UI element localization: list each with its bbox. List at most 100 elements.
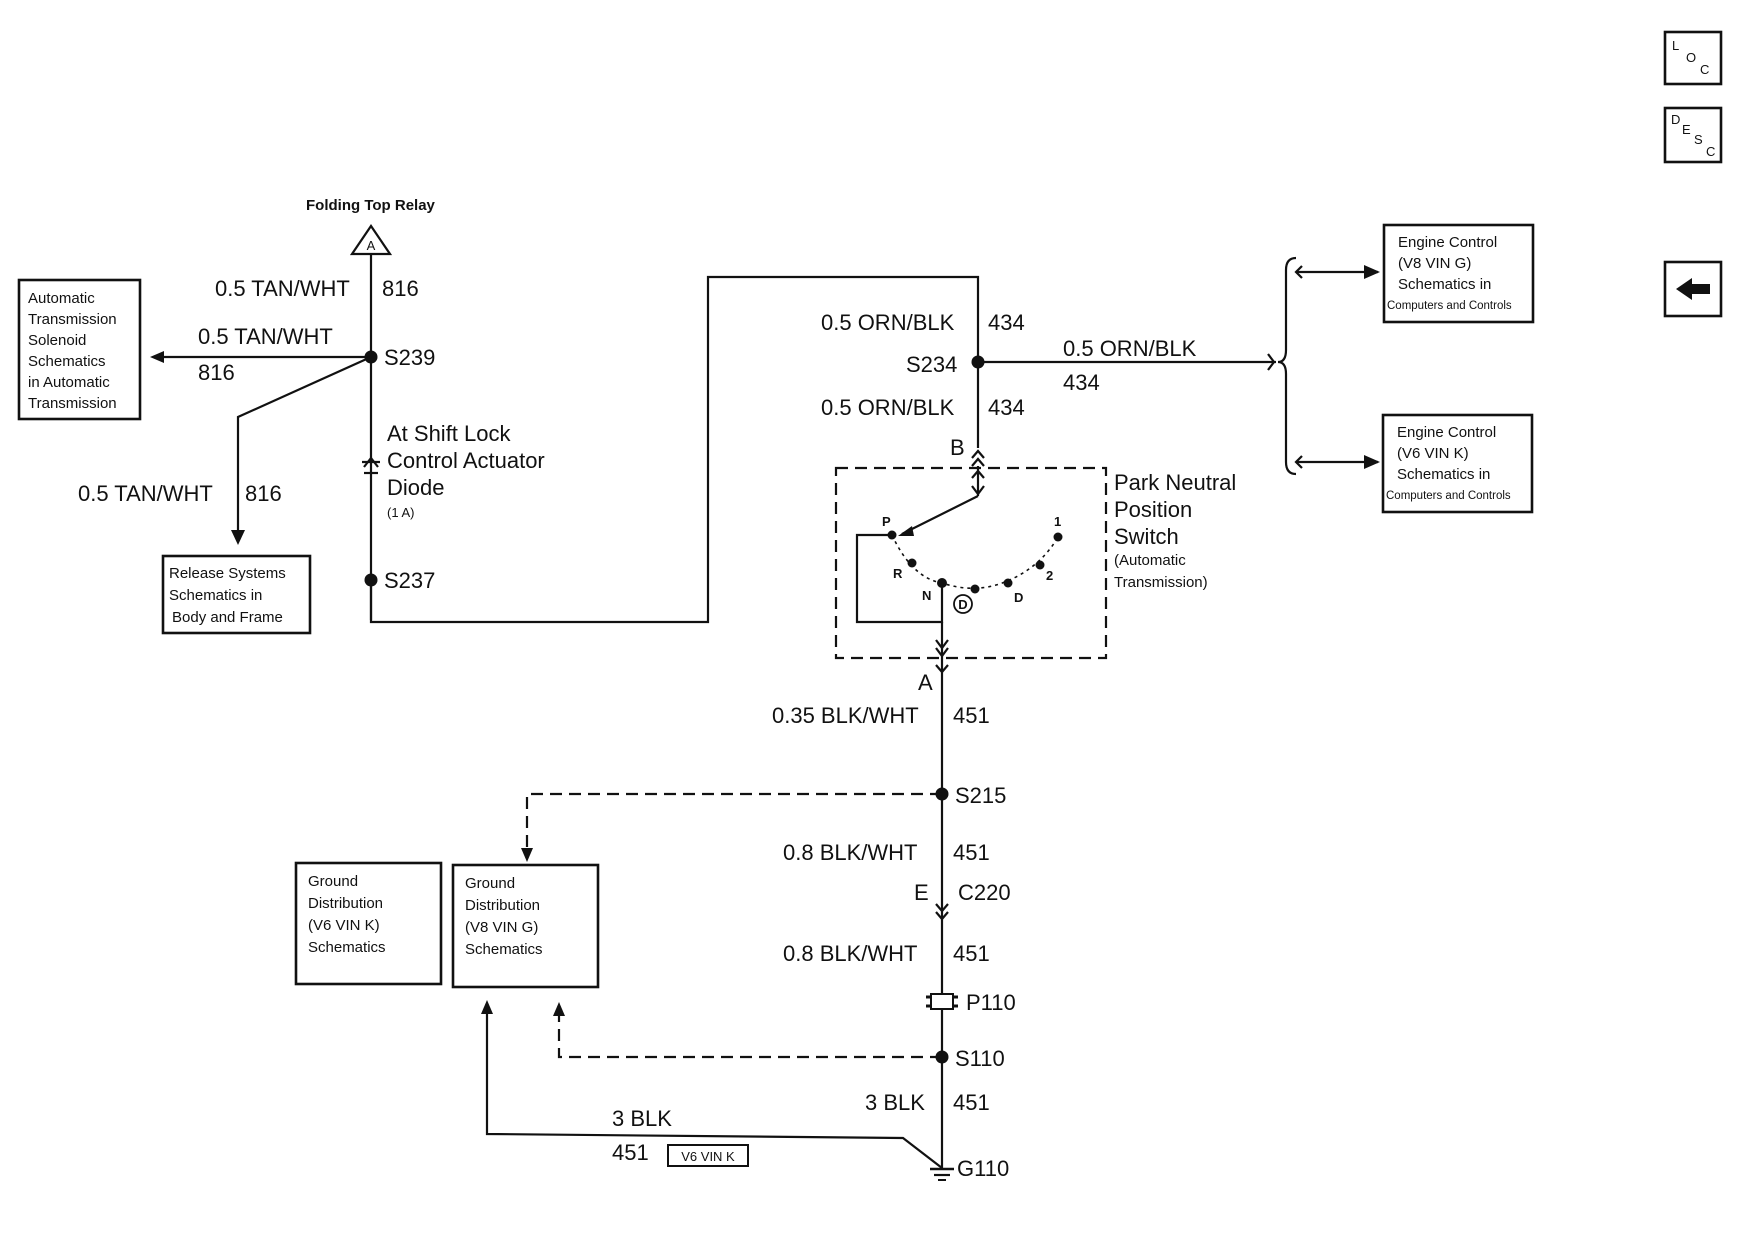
- connector-a-label: A: [918, 670, 933, 695]
- connector-b: [971, 449, 985, 459]
- wire-circuit-orn-right: 434: [1063, 370, 1100, 395]
- svg-text:Automatic: Automatic: [28, 290, 95, 307]
- wire-label-blk-e: 3 BLK: [612, 1106, 672, 1131]
- wire-circuit-blk-a: 451: [953, 703, 990, 728]
- wire-label-blk-a: 0.35 BLK/WHT: [772, 703, 919, 728]
- engine-control-v6-box[interactable]: Engine Control (V6 VIN K) Schematics in …: [1381, 413, 1534, 514]
- wire-circuit-blk-b: 451: [953, 840, 990, 865]
- switch-title-3: Switch: [1114, 524, 1179, 549]
- svg-text:Solenoid: Solenoid: [28, 332, 86, 349]
- v6-vin-k-tag: [667, 1144, 749, 1167]
- svg-text:Schematics: Schematics: [465, 941, 543, 958]
- svg-text:S: S: [1694, 132, 1703, 147]
- svg-text:E: E: [1682, 122, 1691, 137]
- diode-note: (1 A): [387, 505, 414, 520]
- svg-text:(V8 VIN G): (V8 VIN G): [465, 919, 538, 936]
- svg-text:Release Systems: Release Systems: [169, 565, 286, 582]
- svg-text:Schematics in: Schematics in: [1398, 276, 1491, 293]
- wire-circuit-orn-mid: 434: [988, 395, 1025, 420]
- svg-text:Schematics in: Schematics in: [169, 587, 262, 604]
- ground-distribution-v8-box[interactable]: Ground Distribution (V8 VIN G) Schematic…: [451, 863, 600, 989]
- diode-label-2: Control Actuator: [387, 448, 545, 473]
- svg-text:Distribution: Distribution: [465, 897, 540, 914]
- svg-text:(V8 VIN G): (V8 VIN G): [1398, 255, 1471, 272]
- switch-subtitle-1: (Automatic: [1114, 552, 1186, 569]
- wire-circuit-tan-left: 816: [198, 360, 235, 385]
- relay-title: Folding Top Relay: [306, 197, 436, 214]
- back-button[interactable]: [1663, 260, 1723, 318]
- connector-b-label: B: [950, 435, 965, 460]
- connector-c220: [935, 903, 949, 913]
- wire-816-down: [236, 355, 372, 536]
- switch-subtitle-2: Transmission): [1114, 574, 1208, 591]
- svg-text:A: A: [367, 238, 376, 253]
- wire-circuit-tan-top: 816: [382, 276, 419, 301]
- auto-trans-box[interactable]: Automatic Transmission Solenoid Schemati…: [17, 278, 142, 421]
- connector-c220-label: C220: [958, 880, 1011, 905]
- svg-text:Engine Control: Engine Control: [1397, 424, 1496, 441]
- svg-text:Ground: Ground: [465, 875, 515, 892]
- switch-pos-n: N: [922, 588, 931, 603]
- back-arrow-icon: [1676, 278, 1710, 300]
- svg-text:(V6 VIN K): (V6 VIN K): [1397, 445, 1469, 462]
- svg-text:Transmission: Transmission: [28, 311, 117, 328]
- svg-text:Engine Control: Engine Control: [1398, 234, 1497, 251]
- connector-e-label: E: [914, 880, 929, 905]
- svg-text:O: O: [1686, 50, 1696, 65]
- release-systems-box[interactable]: Release Systems Schematics in Body and F…: [161, 554, 312, 635]
- ground-distribution-v6-box[interactable]: Ground Distribution (V6 VIN K) Schematic…: [294, 861, 443, 986]
- wire-label-blk-d: 3 BLK: [865, 1090, 925, 1115]
- svg-text:Distribution: Distribution: [308, 895, 383, 912]
- wire-circuit-orn-top: 434: [988, 310, 1025, 335]
- wire-label-orn-top: 0.5 ORN/BLK: [821, 310, 955, 335]
- relay-connector: A: [349, 224, 393, 256]
- connector-p110-label: P110: [966, 990, 1016, 1015]
- splice-s110-label: S110: [955, 1046, 1005, 1071]
- wire-label-tan-down: 0.5 TAN/WHT: [78, 481, 213, 506]
- splice-s237: [364, 573, 378, 587]
- svg-text:D: D: [1671, 112, 1680, 127]
- svg-text:L: L: [1672, 38, 1679, 53]
- loc-button[interactable]: L O C: [1663, 30, 1723, 86]
- pnp-switch-outline: [834, 466, 1108, 660]
- svg-text:Schematics in: Schematics in: [1397, 466, 1490, 483]
- wire-label-orn-mid: 0.5 ORN/BLK: [821, 395, 955, 420]
- switch-pos-d: D: [1014, 590, 1023, 605]
- wire-label-tan-top: 0.5 TAN/WHT: [215, 276, 350, 301]
- wire-circuit-blk-e: 451: [612, 1140, 649, 1165]
- desc-button[interactable]: D E S C: [1663, 106, 1723, 164]
- switch-overdrive: D: [958, 597, 967, 612]
- ground-g110-label: G110: [957, 1156, 1009, 1181]
- svg-text:in Automatic: in Automatic: [28, 374, 110, 391]
- switch-title-2: Position: [1114, 497, 1192, 522]
- wire-circuit-blk-c: 451: [953, 941, 990, 966]
- switch-pos-2: 2: [1046, 568, 1053, 583]
- svg-text:Schematics: Schematics: [28, 353, 106, 370]
- branch-brace: [1267, 256, 1297, 476]
- pnp-switch-internals: [855, 466, 1063, 658]
- wire-s215-dashed: [525, 792, 942, 852]
- engine-control-v8-box[interactable]: Engine Control (V8 VIN G) Schematics in …: [1382, 223, 1535, 324]
- svg-text:Body and Frame: Body and Frame: [172, 609, 283, 626]
- wire-label-orn-right: 0.5 ORN/BLK: [1063, 336, 1197, 361]
- wire-circuit-blk-d: 451: [953, 1090, 990, 1115]
- wire-434-loop: [369, 275, 980, 624]
- switch-pos-1: 1: [1054, 514, 1061, 529]
- svg-text:Computers and Controls: Computers and Controls: [1386, 490, 1511, 502]
- wire-circuit-tan-down: 816: [245, 481, 282, 506]
- svg-text:Computers and Controls: Computers and Controls: [1387, 300, 1512, 312]
- diode-label-1: At Shift Lock: [387, 421, 512, 446]
- diode-symbol: [362, 456, 380, 475]
- splice-s237-label: S237: [384, 568, 435, 593]
- overdrive-circle-icon: [953, 594, 973, 614]
- svg-text:Ground: Ground: [308, 873, 358, 890]
- connector-a: [935, 664, 949, 674]
- wire-s110-dashed: [557, 1014, 942, 1059]
- switch-pos-p: P: [882, 514, 891, 529]
- splice-s215-label: S215: [955, 783, 1006, 808]
- wire-label-blk-b: 0.8 BLK/WHT: [783, 840, 917, 865]
- svg-text:Schematics: Schematics: [308, 939, 386, 956]
- diode-label-3: Diode: [387, 475, 444, 500]
